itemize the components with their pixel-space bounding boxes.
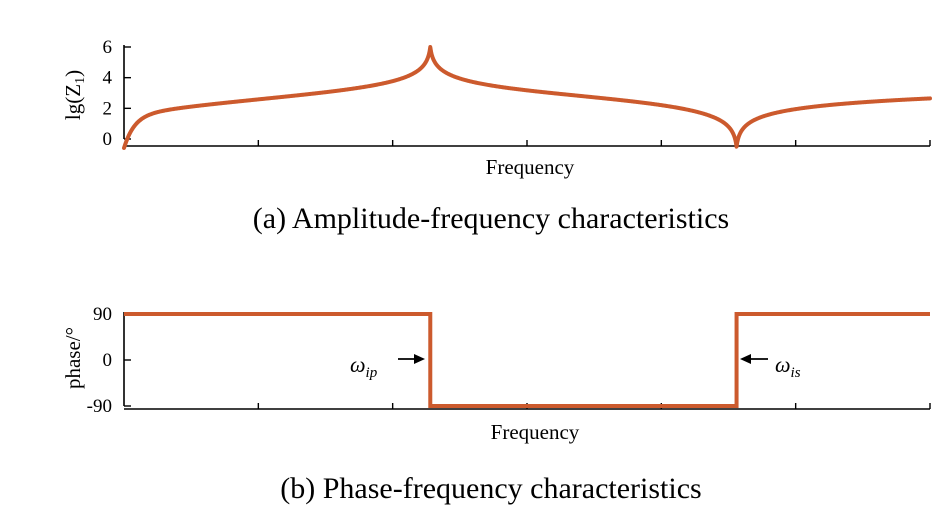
amplitude-x-axis (124, 140, 931, 147)
omega-is-label: ωis (775, 352, 801, 381)
amplitude-y-axis: 0 2 4 6 (103, 37, 131, 150)
phase-y-tick-label: 90 (93, 304, 112, 325)
omega-ip-arrow (398, 354, 425, 364)
amplitude-chart: 0 2 4 6 Frequency lg(Z1) (a) Amplitude-freq… (61, 37, 932, 235)
amplitude-y-axis-label: lg(Z1) (61, 70, 88, 120)
amplitude-y-tick-label: 4 (103, 68, 113, 89)
omega-is-arrow (740, 354, 768, 364)
amplitude-y-tick-label: 0 (103, 129, 113, 150)
amplitude-x-axis-label: Frequency (486, 155, 575, 179)
phase-series-line (124, 312, 930, 408)
phase-x-axis-label: Frequency (491, 420, 580, 444)
phase-y-axis: -90 0 90 (87, 304, 131, 417)
omega-ip-annotation: ωip (350, 352, 425, 381)
amplitude-series-line (122, 45, 932, 150)
phase-chart: -90 0 90 ωip ωis Frequency phase/° (b) Pha… (61, 304, 931, 505)
omega-ip-label: ωip (350, 352, 378, 381)
amplitude-y-tick-label: 6 (103, 37, 113, 58)
phase-caption: (b) Phase-frequency characteristics (280, 472, 701, 505)
phase-y-axis-label: phase/° (61, 327, 85, 389)
omega-is-annotation: ωis (740, 352, 801, 381)
amplitude-y-tick-label: 2 (103, 98, 113, 119)
amplitude-caption: (a) Amplitude-frequency characteristics (253, 202, 729, 235)
phase-y-tick-label: 0 (103, 350, 113, 371)
phase-y-tick-label: -90 (87, 396, 112, 417)
